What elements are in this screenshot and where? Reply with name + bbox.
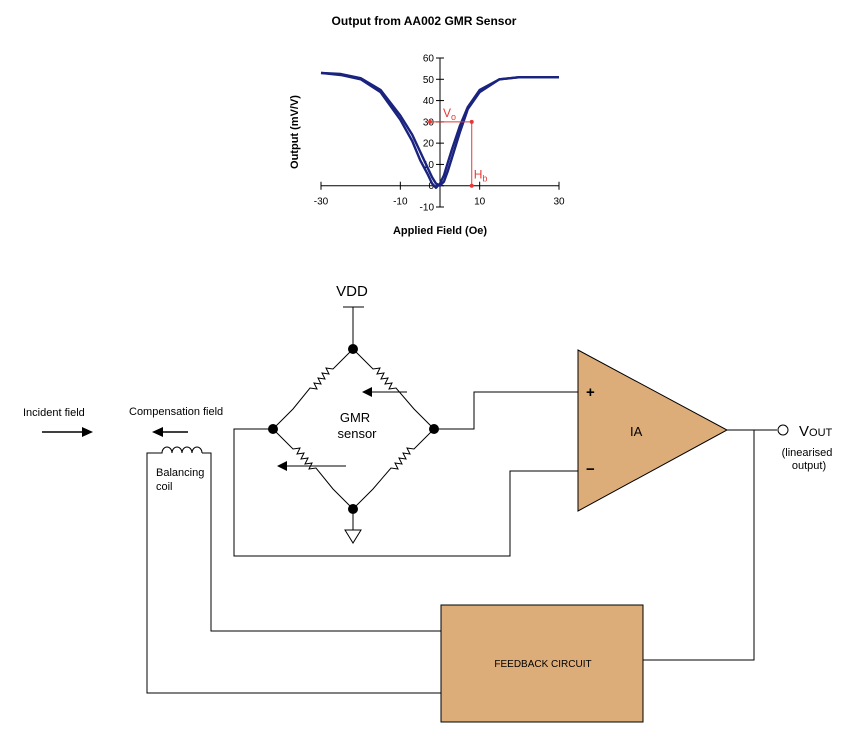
y-tick-label: 50 xyxy=(423,75,435,86)
chart-series xyxy=(320,71,559,190)
wire-feedback-to-coil-left xyxy=(146,452,441,694)
y-tick-label: 60 xyxy=(423,54,435,65)
vout-note-line1: (linearised xyxy=(782,447,833,459)
y-tick-label: 10 xyxy=(423,160,435,171)
ia-label: IA xyxy=(630,424,643,439)
gmr-label: GMR xyxy=(340,410,370,425)
wire-bridge-left-to-ia-minus xyxy=(233,428,578,557)
bias-point-marker xyxy=(469,119,474,124)
compensation-field-arrowhead xyxy=(152,427,163,437)
y-tick-label: -10 xyxy=(420,203,435,214)
resistor-top-right-gmr xyxy=(352,348,435,430)
incident-field-arrowhead xyxy=(82,427,93,437)
y-tick-label: 20 xyxy=(423,139,435,150)
gmr-output-chart: Output from AA002 GMR Sensor Output (mV/… xyxy=(289,14,565,237)
feedback-circuit-block xyxy=(440,604,644,723)
resistor-top-left xyxy=(272,348,354,430)
vout-note-line2: output) xyxy=(792,460,826,472)
balancing-coil-label-line1: Balancing xyxy=(156,467,204,479)
wire-output-to-feedback xyxy=(643,429,755,661)
incident-field-label: Incident field xyxy=(23,407,85,419)
x-tick-label: 30 xyxy=(553,197,565,208)
chart-title: Output from AA002 GMR Sensor xyxy=(332,14,517,28)
circuit-diagram: VDD GMR sensor IA + − VOUT (l xyxy=(23,283,833,723)
vo-label: Vo xyxy=(443,106,456,122)
y-axis-label: Output (mV/V) xyxy=(289,95,301,169)
gmr-field-arrowhead-top xyxy=(362,387,372,397)
wire-bridge-right-to-ia-plus xyxy=(434,391,578,430)
wire-feedback-to-coil-right xyxy=(202,452,441,632)
x-tick-label: -10 xyxy=(393,197,408,208)
hb-label: Hb xyxy=(474,168,488,184)
compensation-field-label: Compensation field xyxy=(129,406,223,418)
ground-symbol xyxy=(344,529,362,544)
hb-marker xyxy=(469,183,474,188)
sensor-label: sensor xyxy=(337,426,377,441)
vout-terminal xyxy=(777,424,789,436)
ia-minus-label: − xyxy=(586,461,595,478)
vdd-label: VDD xyxy=(336,283,368,300)
ia-plus-label: + xyxy=(586,384,595,401)
x-tick-label: -30 xyxy=(314,197,329,208)
x-tick-label: 10 xyxy=(474,197,486,208)
y-tick-label: 40 xyxy=(423,96,435,107)
vout-label: VOUT xyxy=(799,423,833,440)
balancing-coil-label-line2: coil xyxy=(156,481,173,493)
vo-marker xyxy=(428,119,432,124)
gmr-field-arrowhead-bottom xyxy=(277,461,287,471)
ia-amplifier xyxy=(577,349,729,512)
balancing-coil xyxy=(158,446,203,454)
resistor-bottom-right xyxy=(352,428,435,510)
feedback-label: FEEDBACK CIRCUIT xyxy=(494,659,591,670)
y-tick-label: 0 xyxy=(428,181,434,192)
curve-series-2 xyxy=(320,71,559,190)
resistor-bottom-left-gmr xyxy=(272,428,354,510)
x-axis-label: Applied Field (Oe) xyxy=(393,225,487,237)
